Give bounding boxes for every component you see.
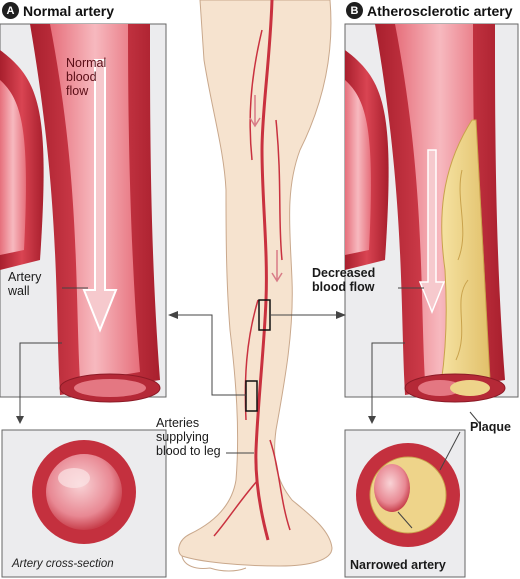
- narrowed-cross-section-lumen: [374, 464, 410, 512]
- normal-artery-title: A Normal artery: [2, 2, 114, 19]
- narrowed-pointer: [397, 511, 413, 529]
- branch-lumen-b: [345, 80, 371, 255]
- normal-cross-section-connector: [19, 342, 62, 418]
- plaque-label: Plaque: [470, 420, 511, 434]
- connector-arrowhead-b: [368, 416, 376, 424]
- atherosclerotic-opening-plaque: [450, 380, 490, 396]
- atherosclerotic-artery-title: B Atherosclerotic artery: [346, 2, 513, 19]
- normal-artery-title-text: Normal artery: [23, 2, 115, 19]
- normal-cross-section-lumen: [46, 454, 122, 530]
- atherosclerotic-cross-section-panel: [344, 429, 466, 578]
- leg-flow-arrow-1: [249, 95, 261, 128]
- plaque-deposit: [439, 119, 491, 391]
- atherosclerotic-cross-section-connector: [371, 342, 405, 418]
- connector-arrowhead-a: [16, 416, 24, 424]
- arrow-to-panel-a: [168, 311, 178, 319]
- branch-lumen: [0, 80, 26, 255]
- plaque-cs-pointer: [439, 431, 461, 471]
- panel-a-badge: A: [2, 2, 19, 19]
- artery-wall-label: Artery wall: [8, 270, 42, 298]
- artery-cross-section-caption: Artery cross-section: [12, 558, 114, 570]
- panel-b-badge: B: [346, 2, 363, 19]
- normal-flow-arrow: [82, 59, 118, 333]
- lower-artery-highlight: [245, 380, 258, 412]
- atherosclerotic-artery-title-text: Atherosclerotic artery: [367, 2, 513, 19]
- decreased-flow-arrow: [418, 149, 446, 315]
- normal-artery-panel: [0, 23, 167, 403]
- leg-to-panel-connectors: [176, 314, 340, 396]
- normal-cross-section-panel: [1, 429, 167, 578]
- normal-artery-opening-lumen: [74, 379, 146, 397]
- leg-flow-arrow-2: [271, 250, 283, 283]
- normal-blood-flow-label: Normal blood flow: [66, 56, 107, 98]
- decreased-blood-flow-label: Decreased blood flow: [312, 266, 376, 294]
- leg-outline: [178, 0, 333, 567]
- leg-main-artery: [254, 0, 274, 541]
- arteries-supplying-label: Arteries supplying blood to leg: [156, 416, 221, 458]
- leg-artery-branches: [213, 29, 291, 537]
- leg-illustration: [178, 0, 333, 572]
- atherosclerotic-opening-lumen: [418, 380, 462, 396]
- narrowed-artery-caption: Narrowed artery: [350, 558, 446, 572]
- atherosclerotic-artery-panel: [344, 23, 519, 403]
- plaque-pointer: [469, 411, 481, 425]
- arrow-to-panel-b: [336, 311, 346, 319]
